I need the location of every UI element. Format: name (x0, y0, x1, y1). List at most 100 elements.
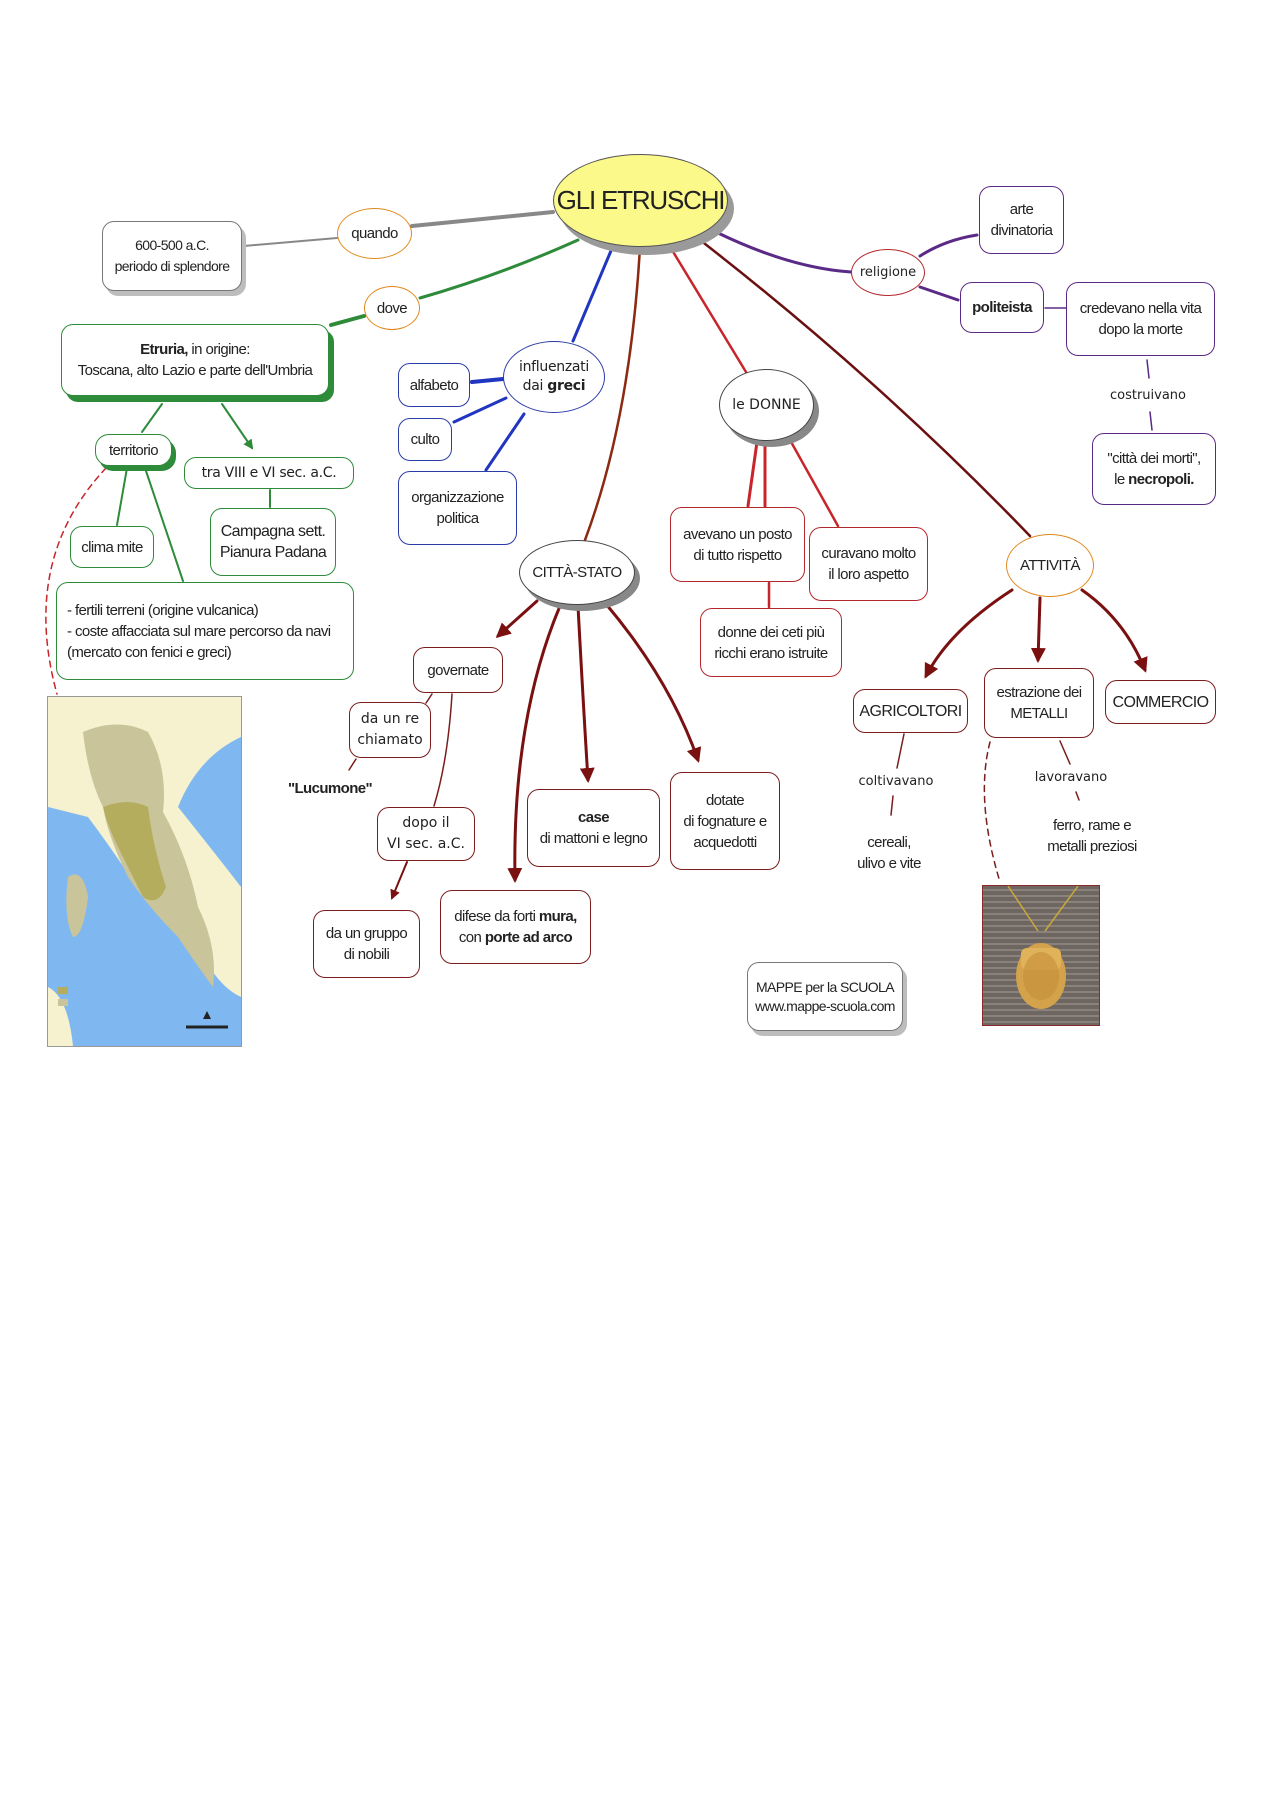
culto-node[interactable]: culto (398, 418, 452, 461)
fertili-node[interactable]: - fertili terreni (origine vulcanica) - … (56, 582, 354, 680)
politeista-node[interactable]: politeista (960, 282, 1044, 333)
istruite-node[interactable]: donne dei ceti più ricchi erano istruite (700, 608, 842, 677)
dopo-line1: dopo il (402, 815, 450, 831)
edge-re-lucumone (348, 758, 357, 771)
posto-node[interactable]: avevano un posto di tutto rispetto (670, 507, 805, 582)
edge-title-religione (714, 230, 853, 274)
commercio-node[interactable]: COMMERCIO (1105, 680, 1216, 724)
credits-box: MAPPE per la SCUOLA www.mappe-scuola.com (747, 962, 903, 1031)
difese-line2: con porte ad arco (458, 929, 573, 946)
clima-node[interactable]: clima mite (70, 526, 154, 568)
religione-label: religione (859, 265, 917, 280)
edge-lavoravano-ferro (1075, 791, 1080, 801)
religione-node[interactable]: religione (851, 249, 925, 296)
culto-label: culto (410, 431, 440, 448)
edge-coltivavano-cereali (890, 795, 894, 816)
edge-influenze-culto (452, 396, 508, 424)
etruria-line1: Etruria, in origine: (140, 341, 250, 358)
edge-title-dove (418, 238, 580, 300)
donne-label: le DONNE (732, 396, 801, 413)
metalli-node[interactable]: estrazione dei METALLI (984, 668, 1094, 738)
istruite-line2: ricchi erano istruite (714, 644, 828, 662)
dotate-line2: di fognature e (683, 812, 767, 830)
vita-node[interactable]: credevano nella vita dopo la morte (1066, 282, 1215, 356)
edge-dove-etruria (329, 314, 366, 327)
necropoli-node[interactable]: "città dei morti", le necropoli. (1092, 433, 1216, 505)
title-node[interactable]: GLI ETRUSCHI (553, 154, 728, 247)
posto-line1: avevano un posto (683, 525, 792, 543)
etruria-map-image (47, 696, 242, 1047)
attivita-label: ATTIVITÀ (1020, 557, 1081, 574)
edge-influenze-organizzazione (484, 412, 526, 472)
difese-node[interactable]: difese da forti mura, con porte ad arco (440, 890, 591, 964)
difese-line1: difese da forti mura, (454, 908, 577, 925)
edge-dopo-nobili (390, 861, 408, 900)
re-node[interactable]: da un re chiamato (349, 702, 431, 758)
territorio-node[interactable]: territorio (95, 434, 172, 466)
arte-node[interactable]: arte divinatoria (979, 186, 1064, 254)
edge-costruivano-morti (1149, 411, 1153, 431)
fertili-line3: (mercato con fenici e greci) (67, 643, 232, 661)
attivita-node[interactable]: ATTIVITÀ (1006, 534, 1094, 597)
edge-donne-aspetto (788, 438, 840, 528)
organizzazione-line2: politica (436, 510, 480, 527)
edge-citta-governate (495, 599, 539, 639)
case-line2: di mattoni e legno (539, 830, 648, 847)
campagna-node[interactable]: Campagna sett. Pianura Padana (210, 508, 336, 576)
dopo-line2: VI sec. a.C. (387, 836, 465, 852)
edge-attivita-agricoltori (924, 588, 1014, 679)
quando-link[interactable]: quando (337, 208, 412, 259)
politeista-label: politeista (972, 299, 1032, 316)
edge-attivita-metalli (1030, 596, 1046, 663)
etruria-node[interactable]: Etruria, in origine: Toscana, alto Lazio… (61, 324, 329, 396)
dotate-line3: acquedotti (693, 833, 757, 851)
organizzazione-node[interactable]: organizzazione politica (398, 471, 517, 545)
commercio-label: COMMERCIO (1112, 693, 1210, 711)
aspetto-node[interactable]: curavano molto il loro aspetto (809, 527, 928, 601)
edge-territorio-map (45, 467, 107, 695)
governate-node[interactable]: governate (413, 647, 503, 693)
re-line1: da un re (360, 711, 420, 727)
citta-stato-node[interactable]: CITTÀ-STATO (519, 540, 635, 605)
dove-link[interactable]: dove (364, 286, 420, 330)
clima-label: clima mite (81, 538, 143, 556)
edge-governate-dopo (433, 693, 453, 807)
date-line1: 600-500 a.C. (135, 237, 209, 253)
edge-citta-difese (507, 604, 562, 883)
lavoravano-label: lavoravano (1034, 770, 1108, 785)
edge-title-donne (670, 248, 748, 374)
date-line2: periodo di splendore (114, 258, 230, 274)
necropoli-line1: "città dei morti", (1107, 450, 1201, 467)
dotate-line1: dotate (705, 791, 745, 809)
agricoltori-node[interactable]: AGRICOLTORI (853, 689, 968, 733)
dopo-node[interactable]: dopo il VI sec. a.C. (377, 807, 475, 861)
dotate-node[interactable]: dotate di fognature e acquedotti (670, 772, 780, 870)
istruite-line1: donne dei ceti più (717, 623, 825, 641)
case-line1: case (578, 809, 610, 826)
edge-title-influenze (571, 244, 615, 343)
case-node[interactable]: case di mattoni e legno (527, 789, 660, 867)
credits-line2: www.mappe-scuola.com (755, 997, 895, 1014)
edge-title-quando (410, 210, 555, 228)
influenze-node[interactable]: influenzati dai greci (503, 341, 605, 413)
periodo-node[interactable]: tra VIII e VI sec. a.C. (184, 457, 354, 489)
nobili-line1: da un gruppo (325, 925, 408, 942)
pendant-image (982, 885, 1100, 1026)
lucumone-label: "Lucumone" (287, 780, 373, 797)
edge-governate-re (425, 693, 433, 704)
nobili-node[interactable]: da un gruppo di nobili (313, 910, 420, 978)
alfabeto-node[interactable]: alfabeto (398, 363, 470, 407)
posto-line2: di tutto rispetto (693, 546, 782, 564)
edge-vita-costruivano (1146, 359, 1150, 379)
edge-quando-date (243, 237, 338, 247)
edge-agricoltori-coltivavano (896, 733, 905, 769)
donne-node[interactable]: le DONNE (719, 369, 814, 441)
edge-attivita-commercio (1080, 588, 1148, 673)
date-node[interactable]: 600-500 a.C. periodo di splendore (102, 221, 242, 291)
periodo-label: tra VIII e VI sec. a.C. (201, 464, 337, 481)
fertili-line1: - fertili terreni (origine vulcanica) (67, 601, 259, 619)
citta-stato-label: CITTÀ-STATO (532, 564, 622, 581)
vita-line1: credevano nella vita (1079, 300, 1202, 317)
